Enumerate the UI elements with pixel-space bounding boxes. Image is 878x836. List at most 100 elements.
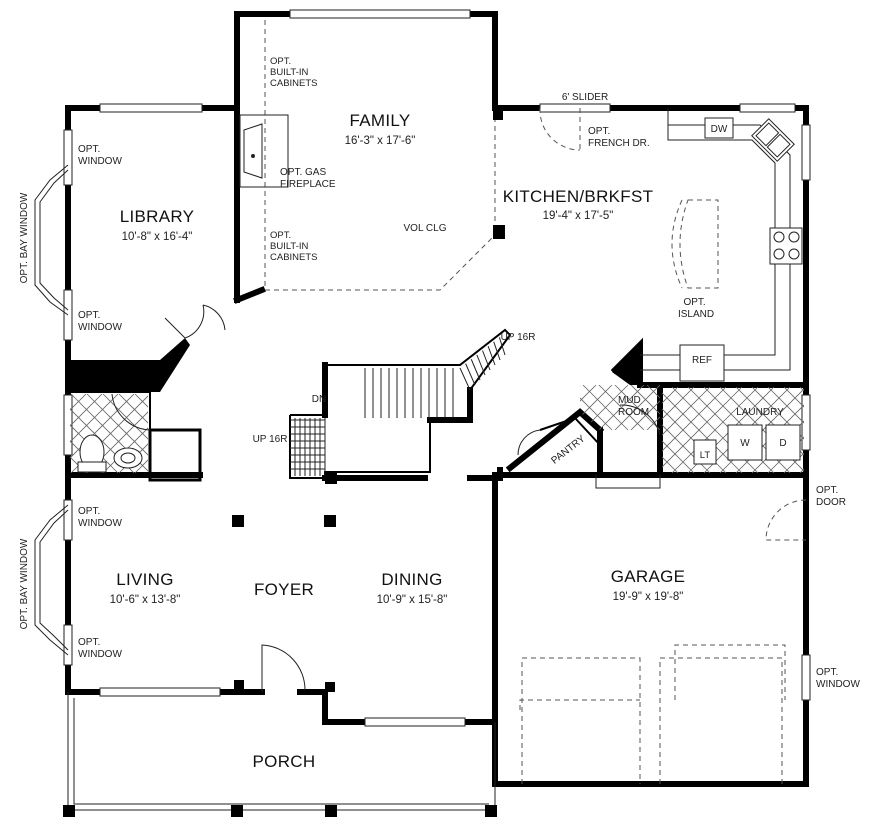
garage-dim: 19'-9" x 19'-8" xyxy=(613,591,684,603)
tile-line xyxy=(183,394,262,473)
tile-line xyxy=(848,387,878,473)
garage-door-note: OPT. DOOR xyxy=(816,485,846,508)
bay-window-lower-note: OPT. BAY WINDOW xyxy=(19,538,30,629)
builtin-top-note: OPT. BUILT-IN CABINETS xyxy=(270,56,318,89)
fireplace-note: OPT. GAS FIREPLACE xyxy=(280,167,336,190)
tile-line xyxy=(70,394,135,459)
tile-line xyxy=(679,385,724,430)
lib-window-top-note: OPT. WINDOW xyxy=(78,144,122,167)
fireplace xyxy=(239,114,289,188)
foyer-name: FOYER xyxy=(254,580,314,599)
tile-line xyxy=(679,385,724,430)
stairs xyxy=(290,337,506,476)
tile-line xyxy=(167,394,246,473)
tile-line xyxy=(864,387,878,473)
tile-line xyxy=(695,385,740,430)
tile-line xyxy=(70,394,103,427)
tile-line xyxy=(662,387,711,436)
stair-tread xyxy=(476,354,486,376)
tile-line xyxy=(662,440,695,473)
tile-line xyxy=(832,387,878,473)
liv-window-top-note: OPT. WINDOW xyxy=(78,506,122,529)
liv-window-bottom-note: OPT. WINDOW xyxy=(78,637,122,660)
tile-line xyxy=(799,387,804,392)
bay-window-upper-note: OPT. BAY WINDOW xyxy=(19,192,30,283)
tile-line xyxy=(118,394,148,424)
tile-line xyxy=(630,385,660,430)
tile-line xyxy=(70,394,71,395)
dryer-label: D xyxy=(779,438,786,449)
dining-name: DINING xyxy=(381,570,442,589)
living-dim: 10'-6" x 13'-8" xyxy=(110,594,181,606)
tile-line xyxy=(183,394,262,473)
pantry-label: PANTRY xyxy=(549,433,587,466)
tile-line xyxy=(580,385,613,430)
tile-line xyxy=(662,456,679,473)
stair-tread xyxy=(498,337,506,356)
powder-fixtures xyxy=(77,434,143,473)
porch-name: PORCH xyxy=(253,752,316,771)
tile-line xyxy=(167,394,246,473)
washer-label: W xyxy=(740,438,750,449)
tile-line xyxy=(614,385,660,430)
kitchen-counters xyxy=(539,107,803,382)
tile-line xyxy=(151,394,230,473)
kitchen-dim: 19'-4" x 17'-5" xyxy=(543,210,614,222)
tile-line xyxy=(816,387,878,473)
mud-room-note: MUD ROOM xyxy=(618,395,649,418)
windows xyxy=(63,9,811,727)
stair-tread xyxy=(487,345,496,366)
porch xyxy=(63,692,497,817)
tile-line xyxy=(864,387,878,473)
lib-window-bottom-note: OPT. WINDOW xyxy=(78,310,122,333)
stair-tread xyxy=(459,367,471,391)
tile-line xyxy=(70,394,87,411)
living-name: LIVING xyxy=(116,570,174,589)
laundry-appliances xyxy=(693,424,801,465)
columns xyxy=(232,108,505,692)
tile-line xyxy=(832,387,878,473)
dining-dim: 10'-9" x 15'-8" xyxy=(377,594,448,606)
tile-line xyxy=(783,387,804,408)
up-16r-top: UP 16R xyxy=(501,332,536,343)
bay-window-lower xyxy=(34,504,69,656)
laundry-label: LAUNDRY xyxy=(736,407,784,418)
garage-window-note: OPT. WINDOW xyxy=(816,667,860,690)
dn-label: DN xyxy=(312,394,326,405)
family-dim: 16'-3" x 17'-6" xyxy=(345,135,416,147)
tile-line xyxy=(799,468,804,473)
tile-line xyxy=(663,385,708,430)
family-name: FAMILY xyxy=(349,111,410,130)
bay-window-upper xyxy=(34,164,69,316)
kitchen-name: KITCHEN/BRKFST xyxy=(503,187,654,206)
tile-line xyxy=(816,387,878,473)
garage-name: GARAGE xyxy=(611,567,686,586)
tile-line xyxy=(662,387,695,420)
lt-label: LT xyxy=(700,450,711,461)
garage-doors xyxy=(519,644,786,784)
stair-tread xyxy=(493,341,501,361)
tile-line xyxy=(151,394,230,473)
library-dim: 10'-8" x 16'-4" xyxy=(122,231,193,243)
vol-clg-note: VOL CLG xyxy=(404,223,447,234)
doors xyxy=(111,304,807,692)
ref-label: REF xyxy=(692,355,712,366)
tile-line xyxy=(848,387,878,473)
stair-tread xyxy=(482,350,491,371)
library-name: LIBRARY xyxy=(120,207,195,226)
dw-label: DW xyxy=(711,124,728,135)
tile-line xyxy=(671,387,759,473)
tile-line xyxy=(70,394,119,443)
tile-line xyxy=(663,385,708,430)
tile-line xyxy=(695,385,740,430)
up-16r-left: UP 16R xyxy=(253,434,288,445)
island-note: OPT. ISLAND xyxy=(678,297,714,320)
tile-line xyxy=(662,387,679,404)
stair-tread xyxy=(465,363,476,386)
builtin-bottom-note: OPT. BUILT-IN CABINETS xyxy=(270,230,318,263)
interior-walls xyxy=(65,20,809,482)
slider-note: 6' SLIDER xyxy=(562,92,608,103)
tile-line xyxy=(580,385,597,430)
tile-line xyxy=(662,387,743,468)
